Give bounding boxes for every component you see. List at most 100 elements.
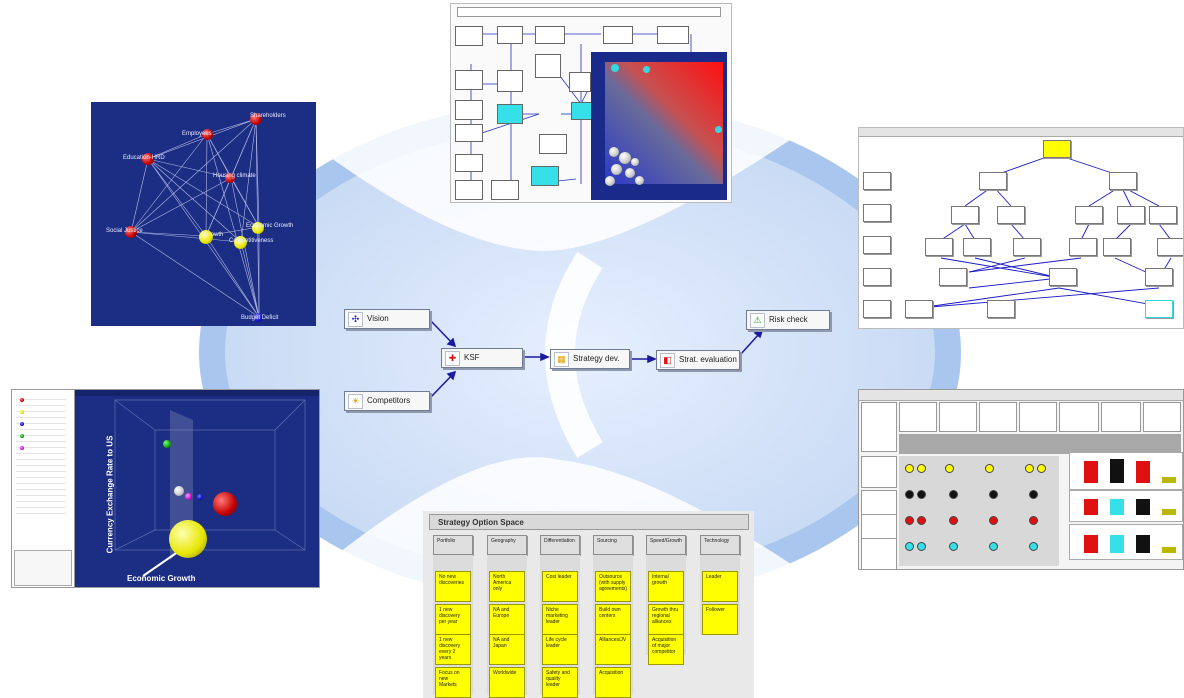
tree-root <box>1043 140 1071 158</box>
label-education: Education-HRD <box>123 155 165 161</box>
bar-chart <box>1069 524 1183 560</box>
tree-node <box>863 172 891 190</box>
option-card[interactable]: Internal growth <box>648 571 684 602</box>
tree-links <box>918 153 1172 309</box>
network-panel: Shareholders Employees Education-HRD Hou… <box>91 102 316 326</box>
process-map-panel <box>450 3 732 203</box>
tree-sidebar <box>12 390 75 587</box>
option-card[interactable]: NA and Japan <box>489 634 525 665</box>
process-box <box>535 26 565 44</box>
bubble <box>609 147 619 157</box>
bubble-cyan <box>643 66 650 73</box>
vision-label: Vision <box>367 314 389 323</box>
node-social-justice <box>125 226 137 238</box>
bar-chart <box>1069 452 1183 490</box>
matrix-panel <box>858 389 1184 570</box>
option-card[interactable]: Acquisition <box>595 667 631 698</box>
bubble <box>605 176 615 186</box>
node-budget-deficit <box>254 313 263 322</box>
scatter3d-canvas: Currency Exchange Rate to US Economic Gr… <box>75 390 319 587</box>
strategy-dev-icon: ▦ <box>554 352 569 367</box>
bar <box>1162 477 1176 483</box>
tree-node <box>1149 206 1177 224</box>
ksf-node[interactable]: ✚KSF <box>441 348 523 368</box>
competitors-icon: ☀ <box>348 394 363 409</box>
legend-dot <box>20 398 24 402</box>
tree-node <box>951 206 979 224</box>
pin-marker <box>905 464 914 473</box>
option-card[interactable]: Leader <box>702 571 738 602</box>
node-economic-growth <box>252 222 264 234</box>
tree-node <box>925 238 953 256</box>
vision-node[interactable]: ✣Vision <box>344 309 430 329</box>
legend-dot <box>20 434 24 438</box>
label-budget-deficit: Budget Deficit <box>241 315 279 321</box>
strat-evaluation-label: Strat. evaluation <box>679 355 737 364</box>
process-box <box>603 26 633 44</box>
pin-marker <box>989 516 998 525</box>
sidebar-lines <box>16 394 66 514</box>
risk-check-node[interactable]: ⚠Risk check <box>746 310 830 330</box>
bubble <box>631 158 639 166</box>
option-card[interactable]: Life cycle leader <box>542 634 578 665</box>
pin-marker <box>949 490 958 499</box>
scatter-point <box>197 494 203 500</box>
matrix-header <box>939 402 977 432</box>
bubble <box>625 168 635 178</box>
option-card[interactable]: Acquisition of major competitor <box>648 634 684 665</box>
option-card[interactable]: 1 new discovery per year <box>435 604 471 635</box>
network-edges <box>130 118 260 318</box>
option-card[interactable]: Growth thru regional alliances <box>648 604 684 635</box>
process-box-highlight <box>497 104 523 124</box>
process-box <box>455 100 483 120</box>
option-card[interactable]: Worldwide <box>489 667 525 698</box>
bar <box>1136 535 1150 553</box>
matrix-row-label <box>861 402 897 452</box>
option-card[interactable]: No new discoveries <box>435 571 471 602</box>
process-box <box>535 54 561 78</box>
bar <box>1110 459 1124 483</box>
pin-marker <box>989 490 998 499</box>
tree-node-highlight <box>1145 300 1173 318</box>
bar <box>1110 499 1124 515</box>
pin-marker <box>1025 464 1034 473</box>
scatter-point <box>163 440 171 448</box>
option-card[interactable]: 1 new discovery every 2 years <box>435 634 471 665</box>
pin-marker <box>905 542 914 551</box>
pin-marker <box>949 516 958 525</box>
decision-tree-panel <box>858 127 1184 329</box>
option-card[interactable]: Follower <box>702 604 738 635</box>
option-card[interactable]: NA and Europe <box>489 604 525 635</box>
node-employees <box>202 129 213 140</box>
process-box <box>569 72 591 92</box>
matrix-gray-band <box>899 434 1181 454</box>
option-card[interactable]: Build own centers <box>595 604 631 635</box>
scatter3d-window: Currency Exchange Rate to US Economic Gr… <box>11 389 320 588</box>
process-box <box>491 180 519 200</box>
matrix-header <box>1101 402 1141 432</box>
pin-marker <box>905 490 914 499</box>
option-card[interactable]: North America only <box>489 571 525 602</box>
strat-evaluation-node[interactable]: ◧Strat. evaluation <box>656 350 740 370</box>
pin-marker <box>917 464 926 473</box>
competitors-node[interactable]: ☀Competitors <box>344 391 430 411</box>
label-shareholders: Shareholders <box>250 113 286 119</box>
process-box <box>657 26 689 44</box>
label-competitiveness: Competitiveness <box>229 238 274 244</box>
column-header: Portfolio <box>433 535 473 555</box>
option-card[interactable]: Safety and quality leader <box>542 667 578 698</box>
tree-node <box>1049 268 1077 286</box>
strategy-dev-node[interactable]: ▦Strategy dev. <box>550 349 630 369</box>
option-card[interactable]: Niche marketing leader <box>542 604 578 635</box>
tree-node <box>1145 268 1173 286</box>
option-card[interactable]: Focus on new Markets <box>435 667 471 698</box>
option-card[interactable]: Outsource (with supply agreements) <box>595 571 631 602</box>
scatter-point <box>213 492 237 516</box>
legend-dot <box>20 446 24 450</box>
option-card[interactable]: Alliances/JV <box>595 634 631 665</box>
bar <box>1162 509 1176 515</box>
matrix-row-label <box>861 538 897 569</box>
risk-check-label: Risk check <box>769 315 808 324</box>
legend-dot <box>20 410 24 414</box>
option-card[interactable]: Cost leader <box>542 571 578 602</box>
